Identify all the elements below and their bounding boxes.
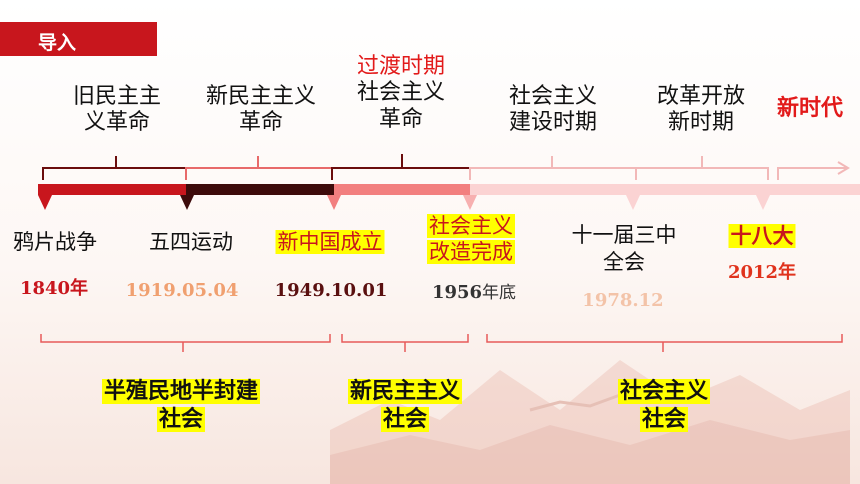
society-label: 半殖民地半封建 社会 [101,378,261,433]
era-label: 旧民主主 义革命 [73,84,161,137]
era-line: 新民主主义 [205,84,317,109]
event-name: 鸦片战争 [13,230,97,254]
highlight-text: 新中国成立 [275,230,385,254]
era-label: 新民主主义 革命 [206,84,316,137]
highlight-text: 社会主义 [427,214,515,238]
era-note: 过渡时期 [356,54,446,79]
event-name: 五四运动 [149,230,233,254]
event-name: 十一届三中 全会 [572,222,677,277]
highlight-text: 社会 [156,406,206,432]
era-line: 社会主义 [508,84,598,109]
era-label: 新时代 [777,96,843,122]
highlight-text: 半殖民地半封建 [101,379,261,404]
event-year: 1978.12 [582,290,664,311]
year-number: 1956 [431,282,483,303]
timeline [38,154,860,210]
event-line: 十一届三中 [571,223,677,247]
event-name-highlight: 十八大 [728,224,796,249]
society-bracket [40,334,331,352]
arrow-head [837,161,850,175]
society-bracket [341,334,469,352]
event-line: 全会 [603,250,645,275]
header-title: 导入 [38,32,77,54]
era-line: 新时代 [776,96,844,121]
event-marker [180,195,194,210]
era-line: 新时期 [667,110,735,136]
event-year: 1949.10.01 [274,280,388,301]
event-year: 1840年 [19,278,89,299]
era-line: 社会主义 [356,80,446,106]
era-bracket [777,167,846,180]
era-bracket [331,154,471,180]
society-label: 社会主义 社会 [617,378,711,433]
era-label: 过渡时期 社会主义 革命 [357,54,445,133]
timeline-segment [186,184,334,195]
year-suffix: 年底 [482,283,517,303]
event-year: 1919.05.04 [125,280,239,301]
era-label: 改革开放 新时期 [657,84,745,137]
era-bracket [185,156,333,180]
event-marker [626,195,640,210]
society-label: 新民主主义 社会 [347,378,463,433]
highlight-text: 社会 [380,406,430,432]
timeline-segment [470,184,860,195]
era-line: 义革命 [83,110,151,136]
highlight-text: 社会主义 [617,379,711,404]
highlight-text: 十八大 [728,224,796,248]
era-label: 社会主义 建设时期 [509,84,597,137]
event-year: 1956年底 [432,282,516,304]
era-line: 改革开放 [656,84,746,109]
society-bracket [486,334,843,352]
highlight-text: 改造完成 [427,239,515,264]
highlight-text: 新民主主义 [347,379,463,404]
event-marker [463,195,477,210]
event-name-highlight: 新中国成立 [275,230,385,255]
society-brackets [40,334,843,352]
mountain-background [330,360,850,484]
highlight-text: 社会 [639,406,689,432]
event-name-highlight: 社会主义 改造完成 [427,214,515,265]
event-marker [38,195,52,210]
era-bracket [42,156,187,180]
timeline-segment [334,184,470,195]
era-line: 革命 [378,106,424,132]
era-line: 革命 [238,110,284,136]
event-marker [756,195,770,210]
timeline-segment [38,184,186,195]
era-line: 建设时期 [508,110,598,136]
era-bracket [469,156,637,180]
era-bracket [635,156,769,180]
header-banner [0,22,157,56]
event-year: 2012年 [727,262,797,283]
event-marker [327,195,341,210]
era-line: 旧民主主 [72,84,162,109]
